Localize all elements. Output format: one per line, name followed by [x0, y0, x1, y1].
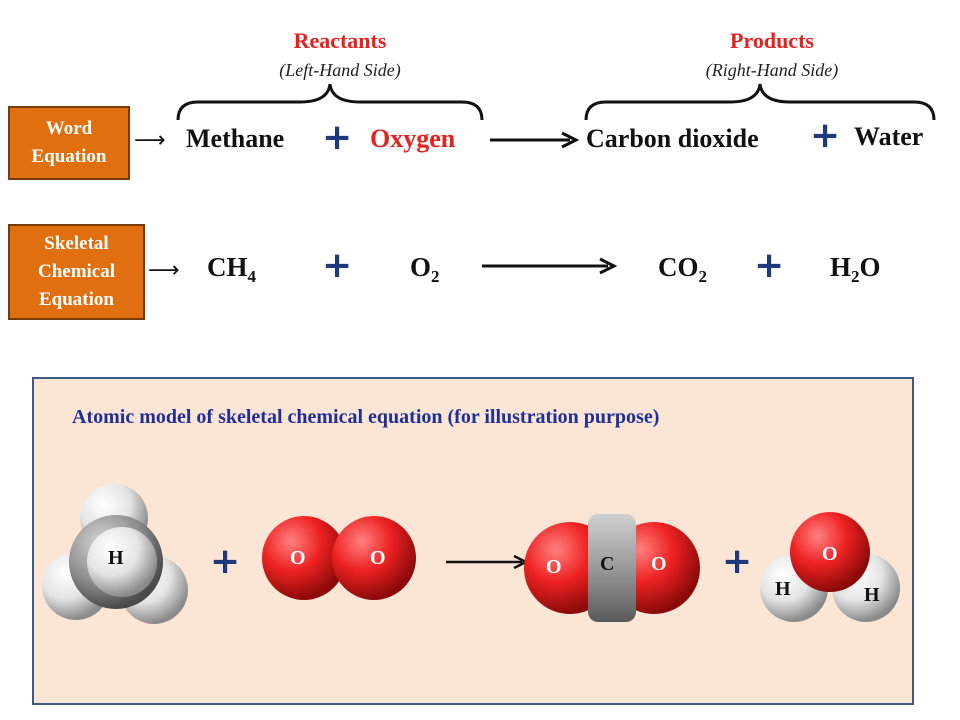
atom-label-h: H	[775, 578, 791, 600]
reactants-subheading: (Left-Hand Side)	[279, 60, 401, 80]
plus-sign: +	[322, 245, 353, 286]
oxygen-model	[262, 516, 416, 600]
term-oxygen: Oxygen	[370, 124, 456, 153]
atom-label-o: O	[370, 547, 386, 569]
plus-sign: +	[754, 245, 785, 286]
skeletal-reaction-arrow	[482, 257, 618, 275]
products-brace	[584, 83, 936, 121]
co2-model	[524, 514, 700, 622]
reactants-brace	[176, 83, 484, 121]
model-reaction-arrow	[446, 554, 529, 570]
formula-h2o: H2O	[830, 252, 881, 286]
atom-label-o: O	[651, 553, 667, 575]
atom-label-o: O	[546, 556, 562, 578]
water-model	[760, 512, 900, 622]
skeletal-label-arrow: ⟶	[148, 258, 180, 283]
formula-o2: O2	[410, 252, 440, 286]
term-water: Water	[854, 122, 924, 151]
products-subheading: (Right-Hand Side)	[705, 60, 839, 80]
term-carbon-dioxide: Carbon dioxide	[586, 124, 759, 153]
atomic-model-panel	[32, 377, 914, 705]
atom-label-c: C	[600, 553, 615, 575]
formula-ch4: CH4	[207, 252, 256, 286]
atom-label-o: O	[290, 547, 306, 569]
atom-label-h: H	[108, 547, 124, 569]
term-methane: Methane	[186, 124, 285, 153]
atomic-model-title: Atomic model of skeletal chemical equati…	[72, 406, 660, 428]
plus-sign: +	[722, 541, 753, 582]
plus-sign: +	[210, 541, 241, 582]
plus-sign: +	[810, 115, 841, 156]
formula-co2: CO2	[658, 252, 707, 286]
products-heading: Products	[730, 28, 814, 53]
word-label-arrow: ⟶	[134, 128, 166, 153]
atom-label-h: H	[864, 584, 880, 606]
molecule-models	[42, 484, 900, 624]
reactants-heading: Reactants	[293, 28, 387, 53]
plus-sign: +	[322, 117, 353, 158]
methane-model	[42, 484, 188, 624]
atom-label-o: O	[822, 543, 838, 565]
word-reaction-arrow	[490, 131, 580, 149]
